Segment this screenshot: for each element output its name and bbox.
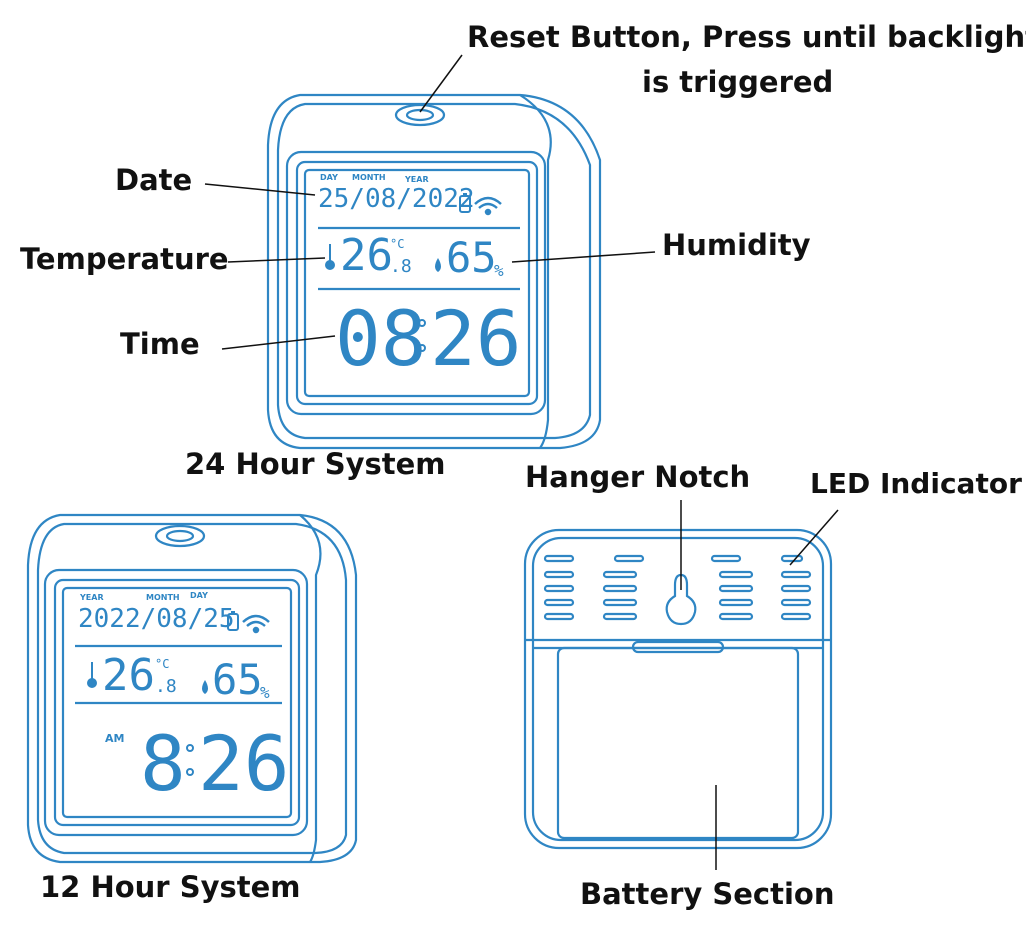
battery-section-label: Battery Section: [580, 877, 835, 911]
wifi-icon: [474, 196, 502, 216]
device-12h: [26, 513, 358, 864]
date-label: Date: [115, 163, 193, 197]
temperature-value: 26: [340, 230, 393, 281]
led-indicator-label: LED Indicator: [810, 467, 1022, 500]
wifi-icon: [242, 614, 270, 634]
thermometer-icon: [87, 662, 97, 688]
humidity-unit: %: [494, 261, 504, 280]
temperature-decimal: .8: [155, 676, 177, 697]
system-12h-caption: 12 Hour System: [40, 870, 301, 904]
led-indicator-shape: [780, 554, 804, 563]
device-back: [523, 528, 833, 850]
am-pm-indicator: AM: [105, 732, 124, 745]
time-minutes: 26: [430, 294, 522, 383]
temperature-value: 26: [102, 650, 155, 701]
time-colon: [418, 319, 426, 352]
humidity-label: Humidity: [662, 228, 811, 262]
reset-button-label: Reset Button, Press until backlight: [467, 20, 1026, 54]
temperature-unit: °C: [155, 657, 169, 671]
temperature-decimal: .8: [390, 256, 412, 277]
system-24h-caption: 24 Hour System: [185, 447, 446, 481]
time-minutes: 26: [198, 719, 290, 808]
day-label: DAY: [190, 591, 208, 600]
year-label: YEAR: [79, 593, 104, 602]
temperature-unit: °C: [390, 237, 404, 251]
humidity-value: 65: [212, 655, 263, 704]
reset-button-label-continued: is triggered: [642, 65, 834, 99]
battery-icon: [227, 611, 239, 631]
humidity-unit: %: [260, 683, 270, 702]
humidity-value: 65: [446, 233, 497, 282]
month-label: MONTH: [352, 173, 386, 182]
leader-lines: [204, 54, 839, 870]
thermometer-icon: [325, 244, 335, 270]
year-label: YEAR: [404, 175, 429, 184]
temperature-label: Temperature: [20, 242, 229, 276]
date-display: 2022/08/25: [78, 604, 235, 634]
time-label: Time: [120, 327, 200, 361]
vent-slots-left: [543, 554, 645, 621]
time-colon: [186, 744, 194, 776]
display-12h: YEAR MONTH DAY 2022/08/25 26 °C .8 65 % …: [78, 591, 290, 808]
date-display: 25/08/2022: [318, 184, 475, 214]
droplet-icon: [202, 680, 208, 694]
vent-slots-right: [710, 554, 812, 621]
month-label: MONTH: [146, 593, 180, 602]
droplet-icon: [435, 258, 441, 272]
device-24h: [266, 93, 602, 450]
time-hours: 08: [335, 294, 427, 383]
day-label: DAY: [320, 173, 338, 182]
time-hours: 8: [140, 719, 186, 808]
display-24h: DAY MONTH YEAR 25/08/2022 26 °C .8 65 % …: [318, 173, 522, 383]
hanger-notch-label: Hanger Notch: [525, 460, 751, 494]
battery-icon: [459, 193, 471, 213]
